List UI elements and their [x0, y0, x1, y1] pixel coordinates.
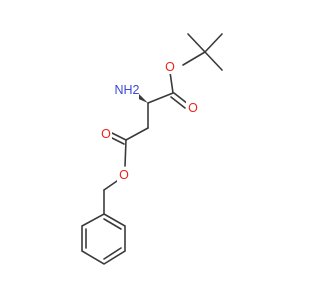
label-bg-o-bn	[117, 168, 130, 182]
bond-carbonyl-o-bn	[124, 139, 127, 167]
benzene-ring	[81, 213, 126, 265]
molecule-structure: O O O O NH2	[81, 33, 223, 265]
label-bg-o-carbonyl-tbu	[186, 101, 199, 115]
bond-tbu-c2	[204, 33, 223, 53]
bond-alpha-carbonyl	[147, 92, 174, 104]
atom-amino-label: NH2	[114, 83, 139, 97]
bond-carbonyl-double-bn-a	[111, 132, 127, 141]
bond-tbu-c1	[187, 33, 206, 53]
bond-carbonyl-double-bn-b	[109, 136, 125, 145]
atom-o-tbu-ester: O	[165, 60, 175, 74]
atom-o-tbu-carbonyl: O	[188, 101, 198, 115]
bond-tbu-o	[182, 51, 206, 66]
bond-carbonyl-double-tbu-b	[170, 96, 186, 109]
ring-double-bond-1	[103, 218, 122, 230]
atom-o-bn-carbonyl: O	[101, 127, 111, 141]
label-bg-amino	[117, 82, 139, 99]
ring-double-bond-2	[103, 247, 122, 260]
bond-o-carbonyl-tbu	[169, 71, 174, 94]
bond-carbonyl-double-tbu-a	[173, 92, 189, 105]
label-bg-o-carbonyl-bn	[99, 127, 112, 141]
atom-o-bn-ester: O	[119, 168, 129, 182]
label-bg-o-tbu	[163, 60, 176, 74]
bond-tbu-c3	[204, 51, 223, 71]
molecule-canvas: O O O O NH2	[81, 33, 223, 265]
bond-o-benzyl-ch2	[103, 180, 118, 191]
bond-ch2-carbonyl-bn	[125, 127, 149, 141]
